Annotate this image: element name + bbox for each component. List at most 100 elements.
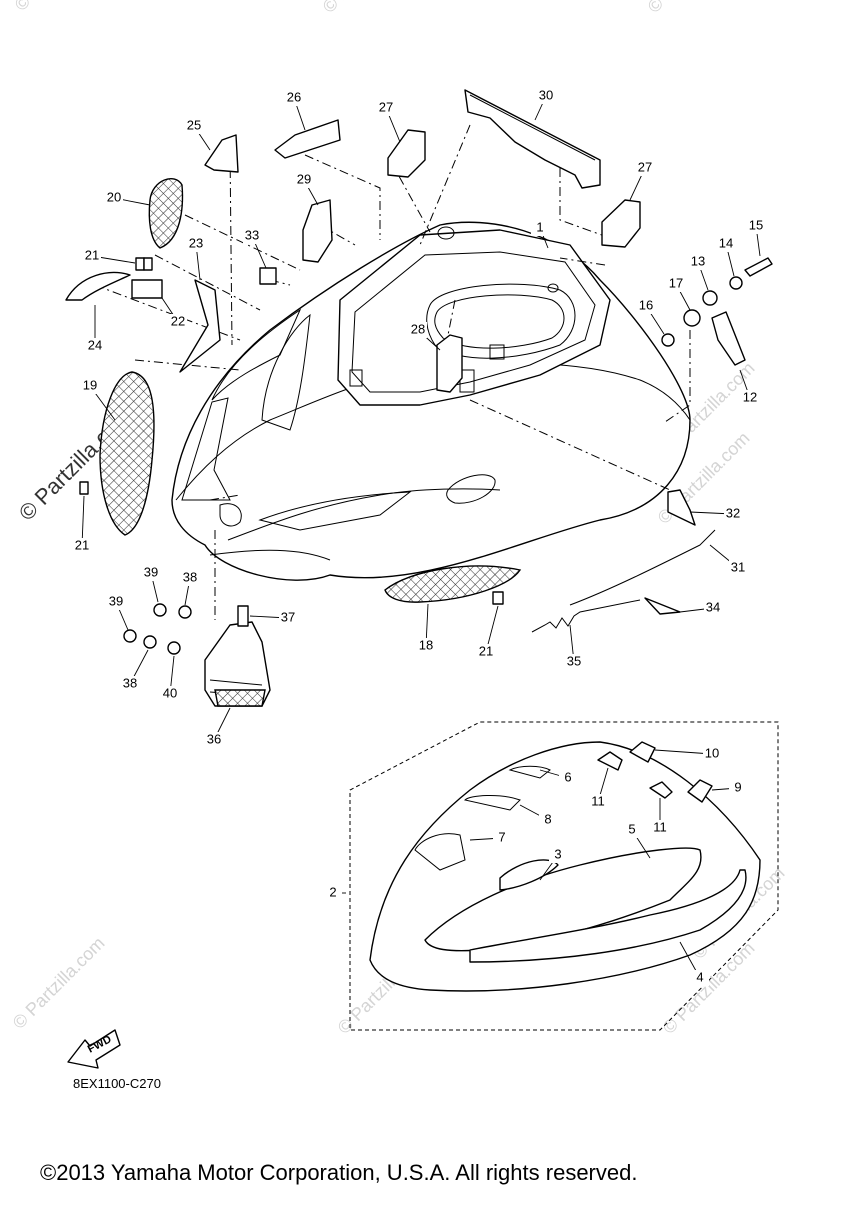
part-18-mesh-grille: [384, 565, 522, 603]
callout-bg-6: [559, 770, 577, 786]
callout-bg-11: [589, 794, 607, 810]
callout-label-3: 3: [554, 846, 561, 861]
callout-bg-1: [531, 220, 549, 236]
callout-bg-10: [703, 746, 721, 762]
callout-bg-17: [667, 276, 685, 292]
callout-bg-27: [636, 160, 654, 176]
part-21-clip-right: [492, 591, 504, 605]
callout-bg-39: [142, 565, 160, 581]
callout-label-9: 9: [734, 779, 741, 794]
callout-label-31: 31: [731, 559, 745, 574]
callout-label-24: 24: [88, 337, 102, 352]
callout-bg-37: [279, 610, 297, 626]
callout-label-21: 21: [75, 537, 89, 552]
callout-label-27: 27: [638, 159, 652, 174]
callout-bg-27: [377, 100, 395, 116]
callout-label-38: 38: [123, 675, 137, 690]
callout-bg-28: [409, 322, 427, 338]
part-4-decal: [469, 869, 747, 963]
part-32-bracket: [667, 489, 696, 526]
callout-bg-21: [477, 644, 495, 660]
callout-bg-15: [747, 218, 765, 234]
callout-bg-5: [623, 822, 641, 838]
part-29-block: [302, 199, 333, 263]
callout-label-36: 36: [207, 731, 221, 746]
callout-bg-9: [729, 780, 747, 796]
callout-label-30: 30: [539, 87, 553, 102]
diagram-code: 8EX1100-C270: [73, 1076, 161, 1091]
callout-bg-30: [537, 88, 555, 104]
callout-bg-39: [107, 594, 125, 610]
part-2-boundary: [349, 721, 779, 1031]
callout-label-5: 5: [628, 821, 635, 836]
callout-label-22: 22: [171, 313, 185, 328]
callout-label-33: 33: [245, 227, 259, 242]
callout-label-25: 25: [187, 117, 201, 132]
callout-bg-8: [539, 812, 557, 828]
callout-bg-7: [493, 830, 511, 846]
callout-bg-33: [243, 228, 261, 244]
callout-bg-18: [417, 638, 435, 654]
callout-bg-25: [185, 118, 203, 134]
watermark-tc: © Partzilla.com: [319, 0, 419, 17]
callout-label-20: 20: [107, 189, 121, 204]
watermark-tr: © Partzilla.com: [644, 0, 744, 17]
part-6-decal: [508, 765, 551, 779]
copyright-line: ©2013 Yamaha Motor Corporation, U.S.A. A…: [40, 1160, 637, 1185]
part-3-decal: [499, 859, 559, 891]
part-17-grommet: [683, 309, 701, 327]
callout-label-40: 40: [163, 685, 177, 700]
part-13-washer: [702, 290, 718, 306]
callout-label-10: 10: [705, 745, 719, 760]
callout-bg-20: [105, 190, 123, 206]
callout-label-6: 6: [564, 769, 571, 784]
part-15-bolt: [744, 257, 773, 277]
callout-bg-24: [86, 338, 104, 354]
callout-bg-31: [729, 560, 747, 576]
callout-bg-13: [689, 254, 707, 270]
callout-label-23: 23: [189, 235, 203, 250]
part-8-decal: [463, 795, 521, 811]
callout-bg-38: [181, 570, 199, 586]
callout-numbers: 1234567891011111213141516171819202121212…: [73, 87, 765, 986]
callout-bg-26: [285, 90, 303, 106]
part-39-bolt-bottom: [123, 629, 137, 643]
part-27-block-left: [387, 129, 426, 178]
callout-label-7: 7: [498, 829, 505, 844]
part-33-bracket: [259, 267, 277, 285]
callout-leader-10: [654, 749, 713, 755]
callout-label-14: 14: [719, 235, 733, 250]
callout-label-15: 15: [749, 217, 763, 232]
callout-bg-4: [691, 970, 709, 986]
storage-compartment: [337, 229, 611, 406]
callout-label-12: 12: [743, 389, 757, 404]
part-40-nut: [167, 641, 181, 655]
part-7-decal: [414, 833, 466, 871]
fwd-arrow-icon: [67, 1029, 121, 1069]
part-9-clip: [687, 779, 713, 803]
callout-bg-2: [324, 885, 342, 901]
callout-label-19: 19: [83, 377, 97, 392]
callout-label-21: 21: [479, 643, 493, 658]
part-37-bolt: [237, 605, 249, 627]
part-36-latch-assembly: [123, 603, 271, 707]
callout-bg-40: [161, 686, 179, 702]
part-12-bracket: [711, 311, 746, 366]
callout-bg-23: [187, 236, 205, 252]
callout-label-17: 17: [669, 275, 683, 290]
callout-bg-35: [565, 654, 583, 670]
part-38-washer-bottom: [143, 635, 157, 649]
part-24-trim: [65, 271, 131, 301]
callout-label-18: 18: [419, 637, 433, 652]
callout-label-37: 37: [281, 609, 295, 624]
watermark-bl: © Partzilla.com: [9, 933, 109, 1033]
callout-label-35: 35: [567, 653, 581, 668]
part-31-cable: [569, 529, 716, 606]
callout-label-11: 11: [653, 819, 667, 834]
watermark-tl: © Partzilla.com: [11, 0, 111, 15]
part-10-clip: [629, 741, 656, 763]
callout-label-2: 2: [329, 884, 336, 899]
callout-bg-34: [704, 600, 722, 616]
front-cover-assembly: [171, 221, 691, 581]
callout-bg-21: [73, 538, 91, 554]
